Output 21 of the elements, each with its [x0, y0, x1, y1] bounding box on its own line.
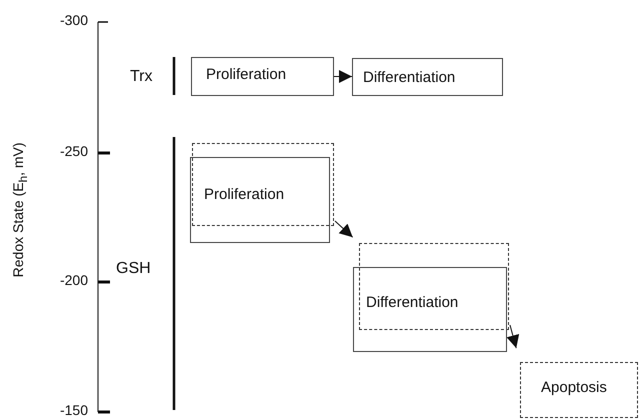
tick-label: -150	[58, 402, 88, 418]
state-box	[359, 243, 509, 330]
arrow	[506, 324, 520, 349]
tick-label: -200	[58, 272, 88, 288]
row-label: Trx	[130, 68, 153, 86]
box-label: Proliferation	[206, 66, 286, 83]
arrow	[334, 220, 354, 238]
range-box	[190, 157, 330, 243]
box-label: Differentiation	[366, 294, 458, 311]
box-label: Apoptosis	[541, 379, 607, 396]
range-box	[353, 267, 507, 352]
state-box	[191, 57, 334, 96]
row-label: GSH	[116, 260, 151, 278]
box-label: Differentiation	[363, 69, 456, 86]
state-box	[192, 143, 334, 226]
arrow	[334, 70, 352, 83]
state-box	[352, 58, 503, 96]
state-box	[520, 362, 638, 418]
tick-label: -250	[58, 143, 88, 159]
tick-label: -300	[58, 12, 88, 28]
box-label: Proliferation	[204, 186, 284, 203]
